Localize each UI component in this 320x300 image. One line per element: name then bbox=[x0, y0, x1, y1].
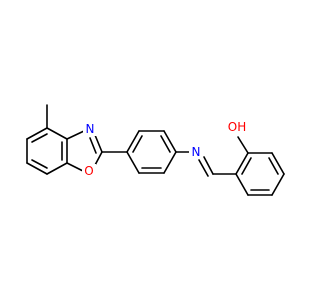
bond-q3-q4 bbox=[271, 152, 285, 175]
bond-b3-b4-inner bbox=[31, 159, 48, 169]
bond-b1-b2-inner bbox=[31, 133, 48, 143]
bond-p6-p1 bbox=[126, 151, 140, 174]
bond-q1-q2-inner bbox=[241, 157, 252, 175]
bond-b4-b5 bbox=[46, 162, 68, 175]
phenol-hydroxyl-label: OH bbox=[228, 120, 246, 134]
bond-q4-q5 bbox=[271, 173, 285, 196]
label-halo bbox=[82, 164, 96, 178]
bond-n-c2 bbox=[94, 134, 103, 153]
bond-imine-double-b bbox=[198, 159, 209, 177]
bond-p3-p4-inner bbox=[160, 135, 171, 153]
bond-p1-p2-inner bbox=[132, 135, 143, 153]
label-halo bbox=[189, 145, 203, 159]
bond-p3-p4 bbox=[163, 130, 177, 153]
benzoxazole-oxygen-label: O bbox=[84, 164, 93, 178]
bond-q1-q2 bbox=[235, 152, 249, 175]
bond-b1-b2 bbox=[26, 127, 48, 140]
bond-imine-double-a bbox=[203, 156, 214, 175]
bond-b6-b1 bbox=[46, 127, 68, 140]
label-halo bbox=[83, 122, 97, 136]
bond-phenol-oh bbox=[237, 136, 249, 154]
benzoxazole-nitrogen-label: N bbox=[86, 122, 95, 136]
bond-p4-p5 bbox=[163, 151, 177, 174]
bond-o-c7a bbox=[66, 162, 84, 172]
bond-q3-q4-inner bbox=[268, 157, 279, 175]
bond-layer bbox=[26, 104, 285, 196]
chemical-structure-diagram: N O N OH bbox=[26, 104, 285, 196]
imine-nitrogen-label: N bbox=[192, 145, 201, 159]
bond-b3-b4 bbox=[26, 162, 48, 175]
bond-c3a-n bbox=[66, 130, 85, 140]
bond-p1-p2 bbox=[126, 130, 140, 153]
bond-n-c2-double bbox=[89, 137, 97, 154]
bond-q6-q1 bbox=[235, 173, 249, 196]
label-halo bbox=[226, 120, 248, 134]
atom-label-layer: N O N OH bbox=[82, 120, 248, 178]
